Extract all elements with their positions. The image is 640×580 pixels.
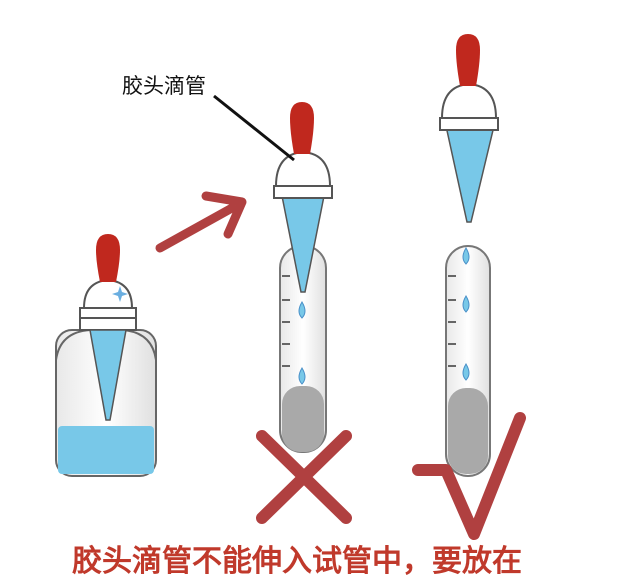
arrow-icon (155, 191, 247, 253)
bottle-liquid (58, 426, 154, 474)
diagram-svg (55, 34, 526, 540)
dropper-head (274, 150, 332, 187)
dropper-collar (273, 185, 333, 199)
drop-icon (462, 247, 470, 265)
dropper-tube (445, 125, 495, 223)
check-mark-icon (412, 412, 526, 540)
reagent-bottle (55, 234, 157, 477)
bottle-dropper-bulb (96, 234, 120, 282)
callout-line (213, 94, 295, 162)
drop-icon (298, 367, 306, 385)
bottle-dropper-tube (89, 329, 127, 421)
dropper-bulb (290, 102, 314, 154)
dropper-head (440, 82, 498, 119)
tube-wrong-sediment (282, 386, 324, 452)
callout-label: 胶头滴管 (122, 74, 206, 98)
dropper-above (439, 34, 499, 223)
sparkle-icon (112, 286, 128, 302)
dropper-inserted (273, 102, 333, 293)
tube-correct-sediment (448, 388, 488, 474)
dropper-bulb (456, 34, 480, 86)
dropper-collar (439, 117, 499, 131)
drop-icon (462, 295, 470, 313)
diagram-canvas: 胶头滴管 胶头滴管不能伸入试管中，要放在 (55, 34, 526, 579)
caption-text: 胶头滴管不能伸入试管中，要放在 (72, 544, 522, 579)
drop-icon (462, 363, 470, 381)
tube-correct (445, 245, 491, 477)
drop-icon (298, 301, 306, 319)
cross-mark-icon (256, 430, 352, 524)
tube-wrong (279, 245, 327, 453)
